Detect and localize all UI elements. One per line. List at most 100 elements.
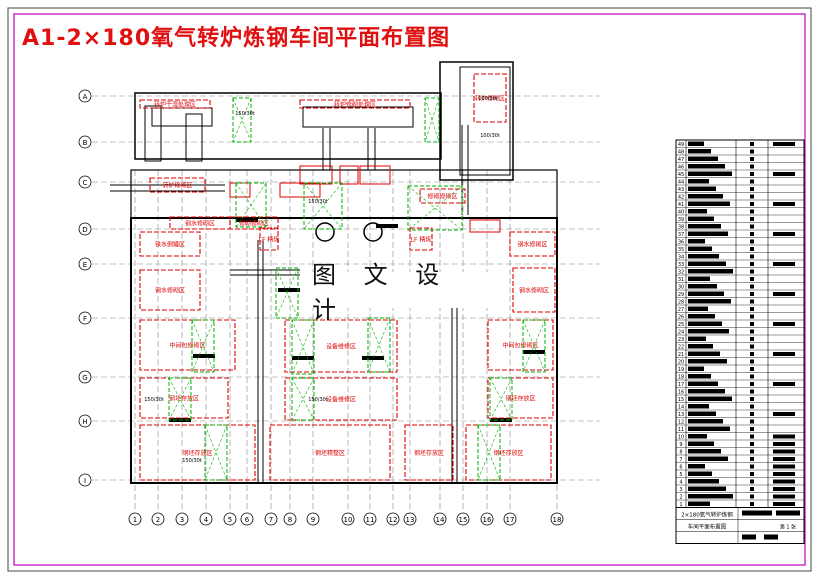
zone-label: 钢水修砌区 [185,220,215,228]
col-axis-label: 17 [506,516,515,524]
crane-capacity-label: 150/30t [308,397,328,403]
crane-capacity-label: 150/30t [308,199,328,205]
zone-label: 修砌修砌区 [239,220,269,228]
zone-label: 钢坯存放区 [493,449,523,457]
legend-row-number: 10 [678,435,684,441]
legend-row-number: 11 [678,427,684,433]
legend-row-number: 14 [678,405,684,411]
legend-row-number: 6 [679,465,682,471]
col-axis-label: 4 [204,516,209,524]
zone-label: 转炉修砌区 [475,95,505,103]
col-axis-label: 5 [228,516,232,524]
zone-label: LF 精炼 [259,236,280,244]
zone-label: 钢水修砌区 [155,287,185,295]
legend-row-number: 5 [679,472,682,478]
legend-row-number: 1 [679,502,682,508]
legend-row-number: 37 [678,232,684,238]
legend-row-number: 35 [678,247,684,253]
legend-row-number: 15 [678,397,684,403]
crane-capacity-label: 150/30t [182,458,202,464]
drawing-title: A1-2×180氧气转炉炼钢车间平面布置图 [22,26,451,51]
legend-row-number: 47 [678,157,684,163]
legend-row-number: 25 [678,322,684,328]
legend-row-number: 7 [679,457,682,463]
legend-row-number: 45 [678,172,684,178]
legend-row-number: 18 [678,375,684,381]
inner-border [13,13,806,566]
col-axis-label: 14 [436,516,445,524]
title-block-name: 2×180氧气转炉炼钢 [681,511,733,519]
legend-row-number: 24 [678,330,684,336]
legend-row-number: 26 [678,315,684,321]
col-axis-label: 13 [406,516,415,524]
legend-row-number: 4 [679,480,682,486]
zone-label: 中间包修砌区 [502,342,538,350]
row-axis-label: H [82,418,87,426]
title-block-subtitle: 车间平面布置图 [688,523,727,531]
legend-row-number: 17 [678,382,684,388]
zone-label: 钢水修砌区 [517,241,547,249]
legend-row-number: 30 [678,285,684,291]
zone-label: 钢坯存放区 [414,449,444,457]
zones-layer: 转炉干湿处理区转炉修砌处理区转炉修砌区转炉修砌区铁水倒罐区钢水修砌区修砌修砌区修… [139,73,556,481]
col-axis-label: 8 [288,516,292,524]
legend-row-number: 23 [678,337,684,343]
legend-row-number: 32 [678,270,684,276]
col-axis-label: 11 [366,516,375,524]
zone-label: 修砌修砌区 [427,193,457,201]
legend-row-number: 28 [678,300,684,306]
col-axis-label: 1 [133,516,137,524]
zone-label: LF 精炼 [411,236,432,244]
legend-row-number: 20 [678,360,684,366]
legend-row-number: 49 [678,142,684,148]
col-axis-label: 7 [269,516,273,524]
col-axis-label: 15 [459,516,468,524]
row-axis-label: A [83,93,88,101]
legend-row-number: 48 [678,150,684,156]
legend-table: 4948474645444342414039383736353433323130… [675,139,805,544]
legend-row-number: 36 [678,240,684,246]
crane-capacity-label: 150/30t [235,111,255,117]
zone-label: 铁水倒罐区 [155,241,185,249]
zone-label: 钢坯精整区 [315,449,345,457]
legend-row-number: 43 [678,187,684,193]
legend-row-number: 31 [678,277,684,283]
watermark: 图 文 设 计 [312,261,490,324]
legend-row-number: 39 [678,217,684,223]
legend-row-number: 19 [678,367,684,373]
legend-row-number: 9 [679,442,682,448]
row-axis-label: D [82,226,87,234]
col-axis-label: 2 [156,516,160,524]
col-axis-label: 10 [344,516,353,524]
crane-capacity-label: 150/30t [144,397,164,403]
zone-label: 钢水修砌区 [519,287,549,295]
zone-label: 钢坯存放区 [182,449,212,457]
title-block-sheet: 第 1 张 [780,524,796,531]
row-axis-label: E [83,261,87,269]
legend-row-number: 34 [678,255,684,261]
zone-label: 钢坯存放区 [169,395,199,403]
col-axis-label: 16 [483,516,492,524]
legend-row-number: 44 [678,180,684,186]
legend-row-number: 2 [679,495,682,501]
row-axis-label: I [84,477,86,485]
col-axis-label: 9 [311,516,315,524]
legend-row-number: 38 [678,225,684,231]
zone-label: 转炉干湿处理区 [154,101,196,109]
legend-row-number: 12 [678,420,684,426]
outer-border [7,7,812,572]
col-axis-label: 12 [389,516,398,524]
zone-label: 转炉修砌区 [162,182,192,190]
legend-row-number: 3 [679,487,682,493]
legend-row-number: 22 [678,345,684,351]
legend-row-number: 41 [678,202,684,208]
zone-label: 中间包修砌区 [169,342,205,350]
legend-row-number: 21 [678,352,684,358]
col-axis-label: 18 [553,516,562,524]
zone-label: 设备维修区 [326,396,356,404]
legend-row-number: 8 [679,450,682,456]
col-axis-label: 3 [180,516,184,524]
row-axis-label: B [83,139,88,147]
